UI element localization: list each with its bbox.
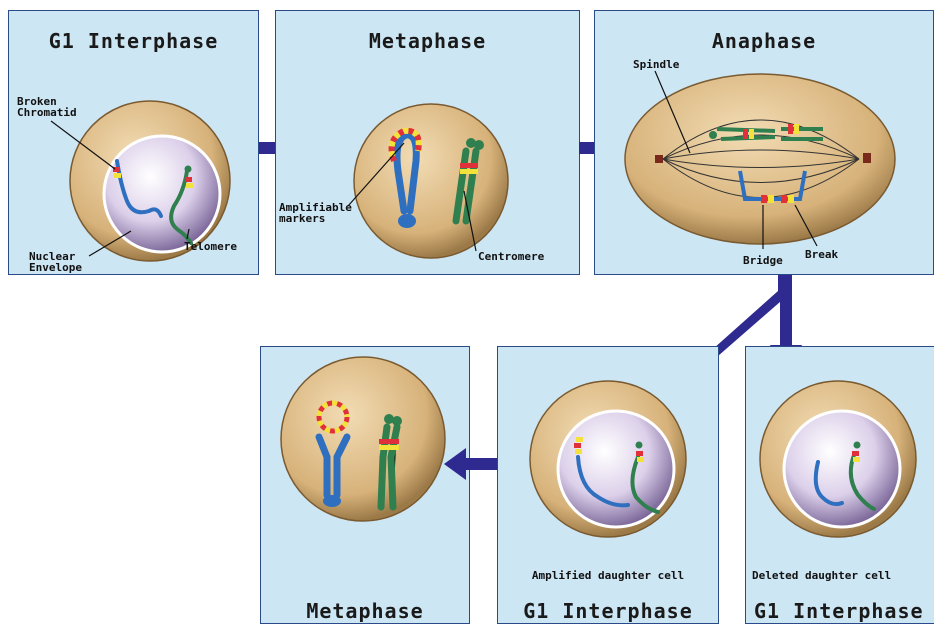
metaphase-cell-illustration — [276, 11, 581, 276]
deleted-cell-illustration — [746, 347, 934, 625]
anaphase-cell-illustration — [595, 11, 934, 276]
label-bridge: Bridge — [743, 255, 783, 266]
nucleus — [104, 136, 220, 252]
arrow-left-icon — [440, 444, 502, 484]
cell-membrane — [281, 357, 445, 521]
panel-metaphase-bottom: Metaphase — [260, 346, 470, 624]
panel-amplified-daughter: Amplified daughter cell G1 Interphase — [497, 346, 719, 624]
panel-title: Metaphase — [261, 599, 469, 623]
panel-deleted-daughter: Deleted daughter cell G1 Interphase — [745, 346, 934, 624]
label-telomere: Telomere — [184, 241, 237, 252]
panel-title: G1 Interphase — [498, 599, 718, 623]
amplified-cell-illustration — [498, 347, 720, 625]
label-centromere: Centromere — [478, 251, 544, 262]
label-broken-chromatid-2: Chromatid — [17, 107, 77, 118]
caption-deleted: Deleted daughter cell — [752, 569, 934, 582]
g1-cell-illustration — [9, 11, 260, 276]
panel-title: G1 Interphase — [754, 599, 934, 623]
nucleus — [784, 411, 900, 527]
panel-g1-interphase: G1 Interphase Broken Chromatid Nuclear E… — [8, 10, 259, 275]
panel-anaphase: Anaphase Spindle Bridge Break — [594, 10, 934, 275]
panel-metaphase-top: Metaphase Amplifiable markers Centromere — [275, 10, 580, 275]
cell-membrane — [354, 104, 508, 258]
label-break: Break — [805, 249, 838, 260]
label-nuclear-envelope-2: Envelope — [29, 262, 82, 273]
caption-amplified: Amplified daughter cell — [498, 569, 718, 582]
label-spindle: Spindle — [633, 59, 679, 70]
label-amplifiable-2: markers — [279, 213, 325, 224]
metaphase-bottom-illustration — [261, 347, 471, 625]
